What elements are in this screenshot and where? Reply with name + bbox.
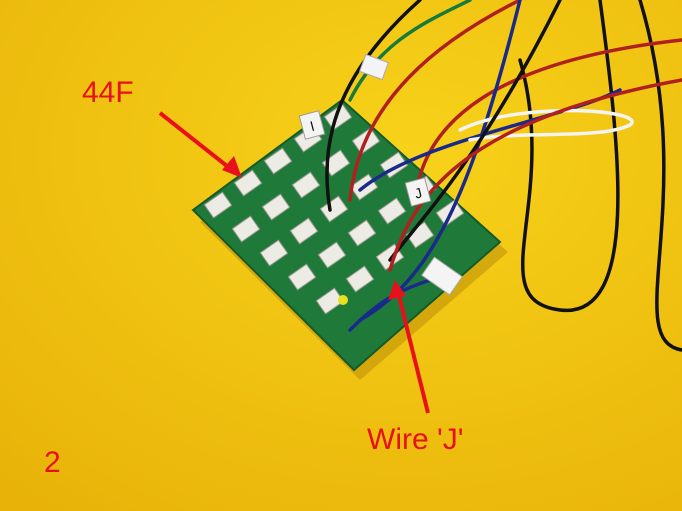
led (338, 295, 348, 305)
connector (261, 193, 291, 221)
annotation-arrows (158, 111, 430, 414)
arrow-44f (158, 111, 234, 172)
connector (291, 171, 321, 199)
connector (347, 219, 377, 247)
wire-tag-i: I (298, 110, 326, 140)
connector (231, 215, 261, 243)
wire-bundle (325, 0, 682, 352)
wire (458, 108, 634, 142)
svg-text:J: J (413, 184, 424, 201)
wire (518, 0, 620, 312)
connector (289, 217, 319, 245)
connector (203, 191, 233, 219)
connector (233, 169, 263, 197)
arrow-head-icon (388, 280, 406, 300)
wire (413, 38, 682, 207)
connector (287, 263, 317, 291)
connector (259, 239, 289, 267)
wire (388, 78, 682, 272)
connector (315, 287, 345, 315)
arrow-head-icon (222, 156, 242, 178)
connector (263, 147, 293, 175)
wire (348, 0, 472, 102)
connector (323, 103, 353, 131)
wire (325, 0, 422, 212)
wire (388, 0, 562, 262)
wire-clip (421, 256, 463, 296)
photo-number: 2 (44, 446, 61, 479)
wire-clip (359, 53, 389, 81)
wire (638, 0, 682, 352)
connector-grid (203, 103, 465, 315)
svg-text:I: I (308, 118, 316, 134)
connector (345, 265, 375, 293)
label-44f: 44F (82, 76, 134, 109)
wire (348, 0, 522, 202)
connector (317, 241, 347, 269)
label-wire-j: Wire 'J' (367, 423, 464, 456)
connector (377, 197, 407, 225)
arrow-wire-j (396, 291, 430, 414)
wire-tag-j: J (404, 177, 432, 207)
